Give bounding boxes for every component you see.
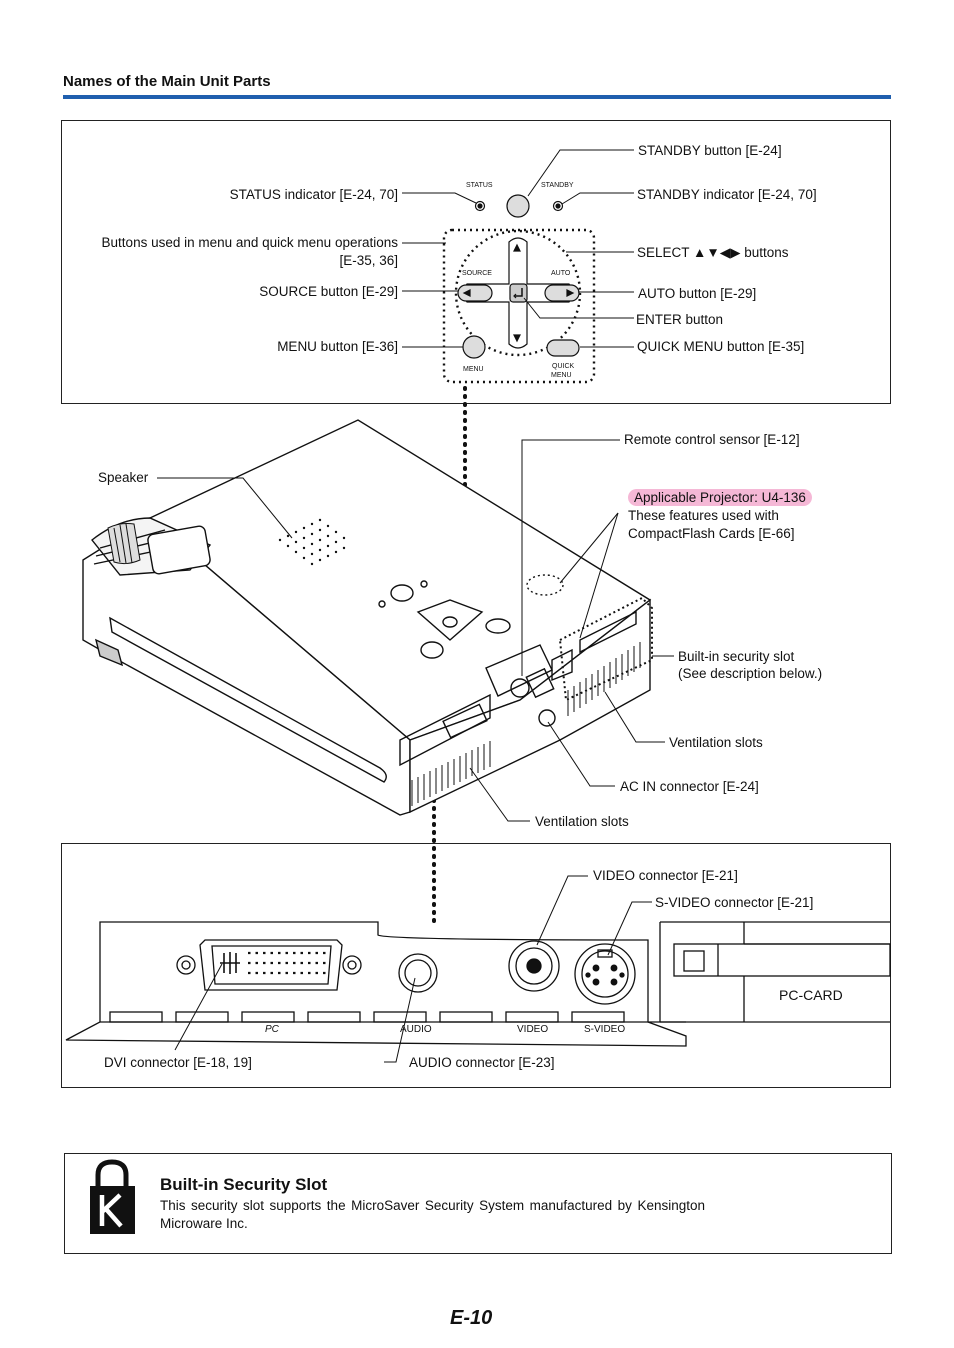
label-audio-connector: AUDIO connector [E-23] xyxy=(409,1055,555,1070)
label-svideo-connector: S-VIDEO connector [E-21] xyxy=(655,895,814,910)
label-menu-buttons-1: Buttons used in menu and quick menu oper… xyxy=(101,235,398,250)
label-cf-line2: CompactFlash Cards [E-66] xyxy=(628,526,795,541)
page-number: E-10 xyxy=(450,1307,493,1329)
panel-text-status: STATUS xyxy=(466,182,493,189)
label-select-buttons: SELECT ▲▼◀▶ buttons xyxy=(637,245,789,260)
port-label-pc: PC xyxy=(265,1024,279,1035)
heading-rule xyxy=(63,95,891,99)
projector-drawing xyxy=(82,419,653,816)
kensington-lock-icon xyxy=(90,1159,135,1234)
applicable-projector-badge: Applicable Projector: U4-136 xyxy=(628,489,812,506)
label-dvi-connector: DVI connector [E-18, 19] xyxy=(104,1055,252,1070)
panel-text-source: SOURCE xyxy=(462,270,492,277)
port-label-video: VIDEO xyxy=(517,1024,549,1035)
label-speaker: Speaker xyxy=(98,470,149,485)
label-menu-button: MENU button [E-36] xyxy=(277,339,398,354)
label-ventilation-right: Ventilation slots xyxy=(669,735,763,750)
label-remote-sensor: Remote control sensor [E-12] xyxy=(624,432,800,447)
label-standby-indicator: STANDBY indicator [E-24, 70] xyxy=(637,187,817,202)
control-panel-drawing xyxy=(442,194,596,384)
label-quick-menu-button: QUICK MENU button [E-35] xyxy=(637,339,805,354)
label-source-button: SOURCE button [E-29] xyxy=(259,284,398,299)
security-box xyxy=(64,1153,892,1254)
control-panel-box xyxy=(61,120,891,404)
panel-text-standby: STANDBY xyxy=(541,182,574,189)
label-cf-line1: These features used with xyxy=(628,508,779,523)
label-auto-button: AUTO button [E-29] xyxy=(638,286,757,301)
label-menu-buttons-2: [E-35, 36] xyxy=(339,253,398,268)
label-video-connector: VIDEO connector [E-21] xyxy=(593,868,738,883)
rear-panel-drawing xyxy=(65,921,891,1047)
label-security-slot-2: (See description below.) xyxy=(678,666,823,681)
panel-text-menu2: MENU xyxy=(551,372,572,379)
label-ventilation-bottom: Ventilation slots xyxy=(535,814,629,829)
panel-text-auto: AUTO xyxy=(551,270,571,277)
security-title: Built-in Security Slot xyxy=(160,1175,328,1194)
security-body: This security slot supports the MicroSav… xyxy=(160,1198,705,1231)
panel-text-menu: MENU xyxy=(463,366,484,373)
speaker-grill xyxy=(278,518,346,566)
label-ac-in: AC IN connector [E-24] xyxy=(620,779,759,794)
label-standby-button: STANDBY button [E-24] xyxy=(638,143,782,158)
label-pccard: PC-CARD xyxy=(779,987,843,1003)
port-label-svideo: S-VIDEO xyxy=(584,1024,626,1035)
port-label-audio: AUDIO xyxy=(400,1024,432,1035)
panel-text-quick: QUICK xyxy=(552,363,575,370)
section-heading: Names of the Main Unit Parts xyxy=(63,73,271,90)
label-status-indicator: STATUS indicator [E-24, 70] xyxy=(229,187,398,202)
label-security-slot-1: Built-in security slot xyxy=(678,649,795,664)
label-enter-button: ENTER button xyxy=(636,312,724,327)
